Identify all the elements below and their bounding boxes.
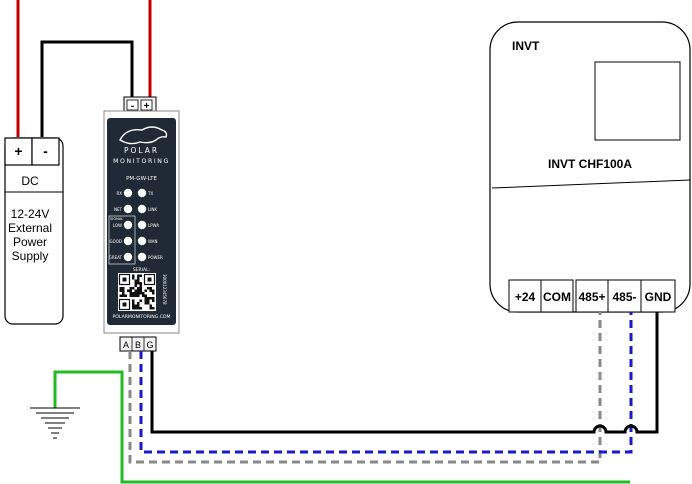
gateway-brand-line-1: POLAR bbox=[124, 146, 159, 155]
inverter-terminal-485-plus: 485+ bbox=[578, 290, 605, 304]
gateway-term-b: B bbox=[135, 340, 141, 350]
qr-code-pattern bbox=[118, 273, 156, 311]
gateway-term-minus: - bbox=[131, 101, 134, 112]
led-link bbox=[137, 204, 147, 214]
signal-label: SIGNAL bbox=[110, 217, 123, 221]
led-tx bbox=[137, 188, 147, 198]
led-label-net: NET bbox=[114, 207, 123, 212]
led-great bbox=[123, 252, 133, 262]
led-rx bbox=[123, 188, 133, 198]
led-label-rx: RX bbox=[116, 191, 122, 196]
wire-rs485-b bbox=[139, 312, 633, 454]
led-label-good: GOOD bbox=[110, 239, 122, 244]
power-minus-label: - bbox=[43, 143, 48, 159]
gateway-term-a: A bbox=[123, 340, 129, 350]
inverter-model-label: INVT CHF100A bbox=[548, 157, 632, 171]
power-plus-label: + bbox=[14, 143, 22, 159]
power-type-label: DC bbox=[21, 174, 39, 188]
inverter-display bbox=[594, 61, 681, 141]
gateway-term-plus: + bbox=[144, 101, 150, 112]
inverter-corner-label: INVT bbox=[512, 39, 540, 53]
inverter-terminal-com: COM bbox=[543, 290, 571, 304]
led-label-link: LINK bbox=[148, 207, 157, 212]
power-desc-line-2: External bbox=[8, 221, 52, 235]
led-label-power: POWER bbox=[148, 255, 163, 260]
serial-label: SERIAL: bbox=[133, 267, 150, 273]
inverter-terminal-gnd: GND bbox=[645, 290, 672, 304]
led-label-great: GREAT bbox=[109, 255, 123, 260]
inverter-terminal-24v: +24 bbox=[515, 290, 536, 304]
led-wan bbox=[137, 236, 147, 246]
led-label-wan: WAN bbox=[148, 239, 157, 244]
led-label-low: LOW bbox=[113, 223, 122, 228]
wire-earth-ground bbox=[53, 370, 630, 484]
power-desc-line-4: Supply bbox=[12, 249, 49, 263]
wire-signal-ground bbox=[150, 312, 659, 434]
led-group bbox=[108, 188, 147, 265]
led-label-lpwa: LPWA bbox=[148, 223, 159, 228]
gateway-model: PM-GW-LTE bbox=[126, 176, 157, 182]
led-good bbox=[123, 236, 133, 246]
led-power bbox=[137, 252, 147, 262]
led-low bbox=[123, 220, 133, 230]
power-desc-line-3: Power bbox=[13, 235, 47, 249]
serial-number: 300012345678 bbox=[162, 274, 167, 305]
gateway-device: - + POLAR MONITORING PM-GW-LTE RX NET SI… bbox=[103, 96, 180, 352]
led-lpwa bbox=[137, 220, 147, 230]
power-desc-line-1: 12-24V bbox=[11, 207, 50, 221]
inverter-terminal-485-minus: 485- bbox=[612, 290, 636, 304]
gateway-website: POLARMONITORING.COM bbox=[113, 314, 171, 320]
gateway-term-g: G bbox=[146, 340, 153, 350]
power-supply: + - DC 12-24V External Power Supply bbox=[4, 137, 64, 325]
wire-power-positive bbox=[16, 0, 152, 137]
led-net bbox=[123, 204, 133, 214]
led-label-tx: TX bbox=[147, 191, 153, 196]
wire-power-negative bbox=[40, 40, 134, 137]
polar-bear-logo bbox=[119, 126, 168, 145]
wire-rs485-a bbox=[128, 312, 602, 464]
earth-ground-symbol bbox=[30, 407, 80, 439]
gateway-brand-line-2: MONITORING bbox=[113, 158, 170, 165]
signal-bracket bbox=[108, 215, 136, 265]
inverter: INVT INVT CHF100A +24 COM 485+ 485- GND bbox=[489, 21, 691, 313]
